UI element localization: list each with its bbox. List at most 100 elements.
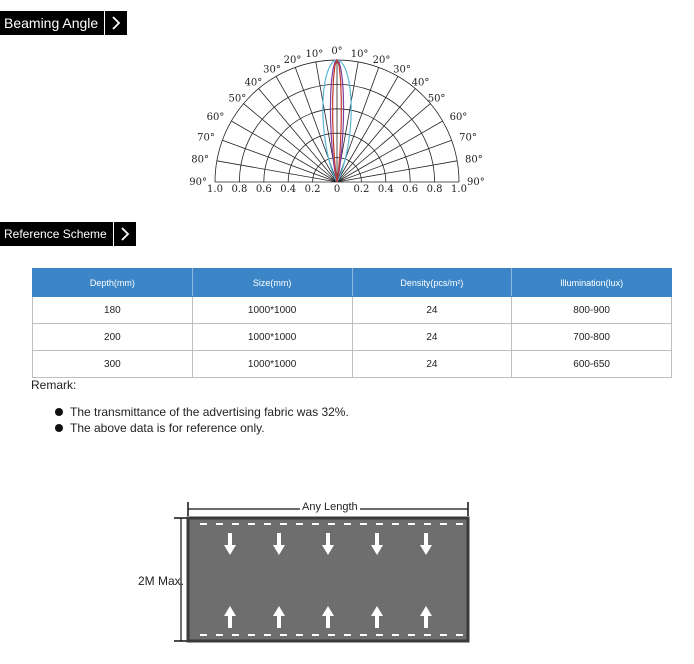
led-dash: [232, 523, 239, 525]
reference-table: Depth(mm) Size(mm) Density(pcs/m²) Illum…: [32, 268, 672, 378]
angle-label: 60°: [207, 112, 225, 123]
cell-illumination: 800-900: [511, 296, 672, 324]
remark-text: The transmittance of the advertising fab…: [70, 405, 349, 419]
cell-illumination: 600-650: [511, 350, 672, 378]
table-row: 180 1000*1000 24 800-900: [32, 296, 672, 324]
led-dash: [264, 523, 271, 525]
radial-label: 0.6: [402, 184, 418, 195]
led-dash: [328, 634, 335, 636]
cell-density: 24: [351, 350, 513, 378]
led-dash: [296, 523, 303, 525]
angle-label: 20°: [284, 55, 302, 66]
led-dash: [280, 523, 287, 525]
led-dash: [248, 634, 255, 636]
arrow-up-icon: [273, 606, 285, 628]
led-dash: [312, 634, 319, 636]
table-row: 200 1000*1000 24 700-800: [32, 323, 672, 351]
polar-spoke: [336, 139, 452, 183]
angle-label: 80°: [191, 154, 209, 165]
polar-spoke: [336, 103, 431, 183]
remark-title: Remark:: [31, 378, 77, 392]
cell-size: 1000*1000: [191, 350, 353, 378]
polar-spoke: [336, 88, 416, 183]
polar-spoke: [336, 120, 443, 183]
polar-spoke: [336, 76, 399, 183]
led-dash: [456, 523, 463, 525]
table-row: 300 1000*1000 24 600-650: [32, 350, 672, 378]
led-dash: [344, 523, 351, 525]
angle-label: 70°: [197, 133, 215, 144]
polar-grid: [214, 59, 460, 183]
led-dash: [200, 523, 207, 525]
led-dash: [232, 634, 239, 636]
polar-spoke: [231, 120, 338, 183]
angle-label: 20°: [373, 55, 391, 66]
radial-label: 0.2: [305, 184, 321, 195]
table-header-row: Depth(mm) Size(mm) Density(pcs/m²) Illum…: [32, 268, 672, 297]
beaming-angle-polar-chart: 10°20°30°40°50°60°70°80°90°10°20°30°40°5…: [189, 46, 485, 195]
narrow-beam-curve: [332, 58, 342, 183]
angle-label: 40°: [245, 77, 263, 88]
angle-label: 10°: [306, 49, 324, 60]
angle-label: 40°: [412, 77, 430, 88]
list-item: The transmittance of the advertising fab…: [55, 404, 349, 420]
cell-depth: 180: [32, 296, 193, 324]
angle-label: 30°: [393, 64, 411, 75]
arrow-up-icon: [224, 606, 236, 628]
angle-label-zero: 0°: [331, 46, 342, 57]
led-dash: [424, 634, 431, 636]
length-label: Any Length: [300, 501, 360, 513]
angle-label: 50°: [229, 93, 247, 104]
cell-size: 1000*1000: [191, 323, 353, 351]
reference-scheme-title: Reference Scheme: [4, 227, 107, 241]
polar-spoke: [243, 103, 338, 183]
polar-spoke: [275, 76, 338, 183]
chevron-right-icon: [112, 222, 136, 246]
led-dash: [312, 523, 319, 525]
radial-label: 0.6: [256, 184, 272, 195]
led-dash: [216, 523, 223, 525]
radial-label: 0.8: [427, 184, 443, 195]
radial-label: 0.2: [353, 184, 369, 195]
led-dash: [264, 634, 271, 636]
led-dash: [424, 523, 431, 525]
radial-label: 0.4: [378, 184, 394, 195]
arrow-up-icon: [420, 606, 432, 628]
arrow-down-icon: [273, 533, 285, 555]
polar-spoke: [258, 88, 338, 183]
polar-spoke: [222, 139, 338, 183]
angle-label: 10°: [351, 49, 369, 60]
angle-label: 90°: [189, 177, 207, 188]
arrow-down-icon: [371, 533, 383, 555]
led-dash: [360, 634, 367, 636]
angle-label: 70°: [459, 133, 477, 144]
angle-label: 60°: [450, 112, 468, 123]
polar-spoke: [216, 160, 338, 183]
angle-label: 90°: [467, 177, 485, 188]
arrow-up-icon: [322, 606, 334, 628]
led-dash: [360, 523, 367, 525]
angle-label: 80°: [465, 154, 483, 165]
header-depth: Depth(mm): [32, 268, 193, 297]
bullet-icon: [55, 424, 63, 432]
arrow-down-icon: [322, 533, 334, 555]
arrow-down-icon: [224, 533, 236, 555]
led-dash: [440, 523, 447, 525]
radial-label: 1.0: [451, 184, 467, 195]
header-illumination: Illumination(lux): [511, 268, 672, 297]
arrow-up-icon: [371, 606, 383, 628]
led-dash: [408, 523, 415, 525]
cell-size: 1000*1000: [191, 296, 353, 324]
led-dash: [376, 523, 383, 525]
beaming-angle-title: Beaming Angle: [4, 15, 99, 31]
led-dash: [344, 634, 351, 636]
remark-list: The transmittance of the advertising fab…: [55, 404, 349, 436]
led-dash: [440, 634, 447, 636]
led-dash: [392, 634, 399, 636]
cell-illumination: 700-800: [511, 323, 672, 351]
led-dash: [296, 634, 303, 636]
led-dash: [280, 634, 287, 636]
beaming-angle-heading: Beaming Angle: [0, 11, 128, 35]
led-dash: [328, 523, 335, 525]
angle-label: 50°: [428, 93, 446, 104]
